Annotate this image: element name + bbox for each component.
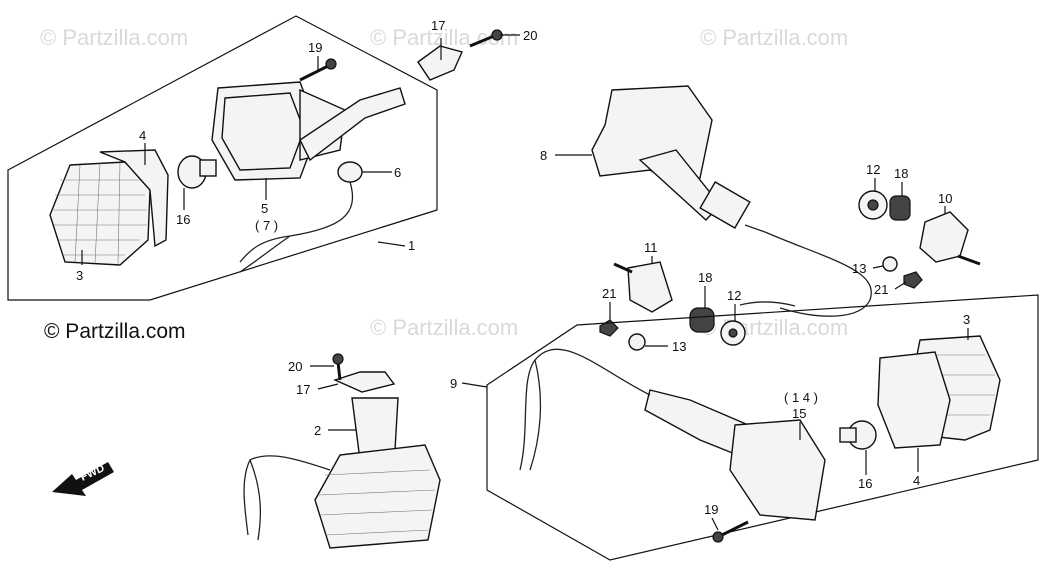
- callout-8: 8: [540, 148, 547, 163]
- callout-3: 3: [963, 312, 970, 327]
- nut: [903, 271, 923, 289]
- callout-9: 9: [450, 376, 457, 391]
- callout-20: 20: [523, 28, 537, 43]
- turn-signal-front: [243, 397, 441, 549]
- callout-17: 17: [296, 382, 310, 397]
- rubber-bushing: [889, 195, 911, 221]
- wire: [239, 235, 291, 273]
- turn-signal-rear-lower: [519, 348, 826, 521]
- callout-18: 18: [698, 270, 712, 285]
- callout-19: 19: [704, 502, 718, 517]
- callout-21: 21: [602, 286, 616, 301]
- callout-20: 20: [288, 359, 302, 374]
- stay-bracket: [919, 211, 981, 266]
- callout-14: ( 1 4 ): [784, 390, 818, 405]
- rubber-bushing: [689, 307, 715, 333]
- callout-1: 1: [408, 238, 415, 253]
- callout-13: 13: [852, 261, 866, 276]
- callout-5: 5: [261, 201, 268, 216]
- callout-6: 6: [394, 165, 401, 180]
- callout-21: 21: [874, 282, 888, 297]
- stay-bracket: [613, 261, 673, 313]
- collar: [628, 333, 646, 351]
- socket: [337, 161, 363, 183]
- lens-front-left: [49, 161, 151, 266]
- bushing-hole: [867, 199, 879, 211]
- bushing-hole: [728, 328, 738, 338]
- assembly-9-outline: [486, 294, 1039, 561]
- nut: [599, 319, 619, 337]
- callout-18: 18: [894, 166, 908, 181]
- assembly-1-outline: [7, 15, 438, 301]
- callout-3: 3: [76, 268, 83, 283]
- clamp: [333, 371, 396, 393]
- gasket: [877, 351, 951, 449]
- watermark: © Partzilla.com: [700, 25, 848, 50]
- bulb: [177, 155, 217, 189]
- callout-4: 4: [913, 473, 920, 488]
- callout-16: 16: [176, 212, 190, 227]
- gasket: [99, 149, 169, 248]
- wire: [739, 301, 796, 307]
- callout-11: 11: [644, 240, 658, 255]
- wire: [239, 181, 354, 263]
- stay-arm: [299, 87, 406, 162]
- callout-17: 17: [431, 18, 445, 33]
- turn-signal-rear-upper: [591, 85, 872, 317]
- callout-4: 4: [139, 128, 146, 143]
- callout-13: 13: [672, 339, 686, 354]
- screw: [299, 58, 337, 82]
- callout-labels: 17 20 19 4 6 16 5 ( 7 ) 3 1 8 12 18 10 1…: [76, 18, 970, 517]
- clamp: [417, 45, 463, 81]
- brand-text: © Partzilla.com: [44, 320, 186, 343]
- screw: [469, 29, 503, 48]
- bulb: [839, 420, 877, 450]
- callout-16: 16: [858, 476, 872, 491]
- watermark: © Partzilla.com: [370, 315, 518, 340]
- watermark: © Partzilla.com: [40, 25, 188, 50]
- callout-10: 10: [938, 191, 952, 206]
- callout-19: 19: [308, 40, 322, 55]
- callout-2: 2: [314, 423, 321, 438]
- screw: [332, 353, 344, 381]
- callout-15: 15: [792, 406, 806, 421]
- leader-lines: [81, 34, 969, 531]
- collar: [882, 256, 898, 272]
- fwd-arrow-icon: FWD: [52, 462, 114, 496]
- screw: [712, 520, 749, 543]
- callout-12: 12: [727, 288, 741, 303]
- callout-7: ( 7 ): [255, 218, 278, 233]
- callout-12: 12: [866, 162, 880, 177]
